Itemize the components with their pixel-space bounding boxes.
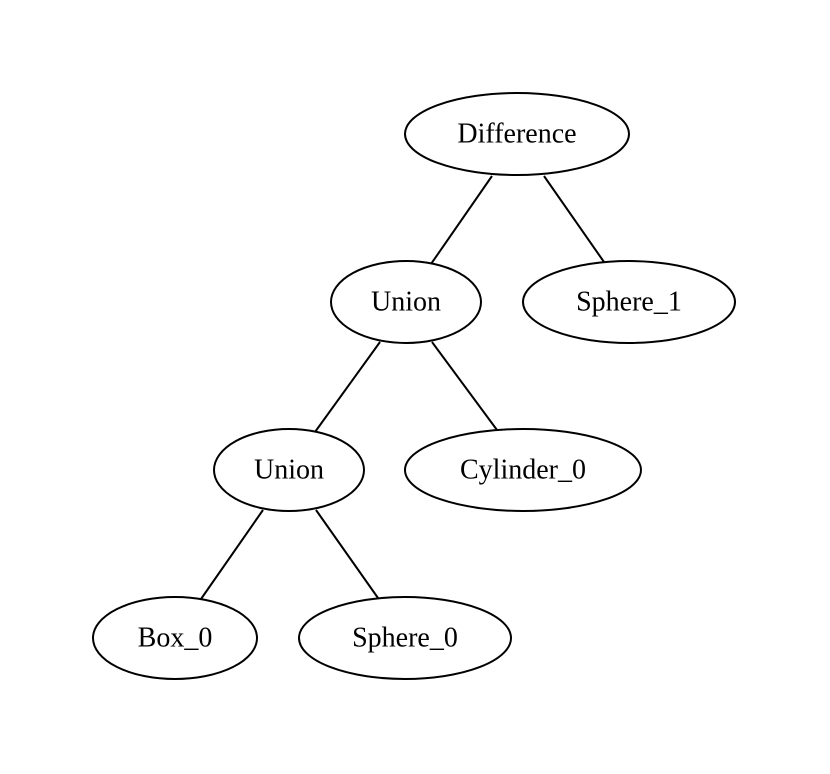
edge-union-top-union-bottom [314,341,381,433]
edge-union-top-cylinder-0 [431,341,498,431]
edge-union-bottom-sphere-0 [315,509,379,599]
node-layer: Difference Union Sphere_1 Union Cylinder… [92,92,736,680]
edge-difference-union-top [430,175,493,265]
node-cylinder-0: Cylinder_0 [404,428,642,512]
node-union-top: Union [330,260,482,344]
node-label-cylinder-0: Cylinder_0 [460,455,586,486]
edge-layer [200,175,605,600]
node-label-union-top: Union [371,287,441,318]
node-label-box-0: Box_0 [138,623,213,654]
edge-difference-sphere-1 [543,175,605,263]
node-label-union-bottom: Union [254,455,324,486]
node-label-sphere-1: Sphere_1 [576,287,682,318]
node-sphere-0: Sphere_0 [298,596,512,680]
edge-union-bottom-box-0 [200,509,264,600]
node-sphere-1: Sphere_1 [522,260,736,344]
node-union-bottom: Union [213,428,365,512]
node-box-0: Box_0 [92,596,258,680]
node-difference: Difference [404,92,630,176]
node-label-sphere-0: Sphere_0 [352,623,458,654]
node-label-difference: Difference [457,119,576,150]
